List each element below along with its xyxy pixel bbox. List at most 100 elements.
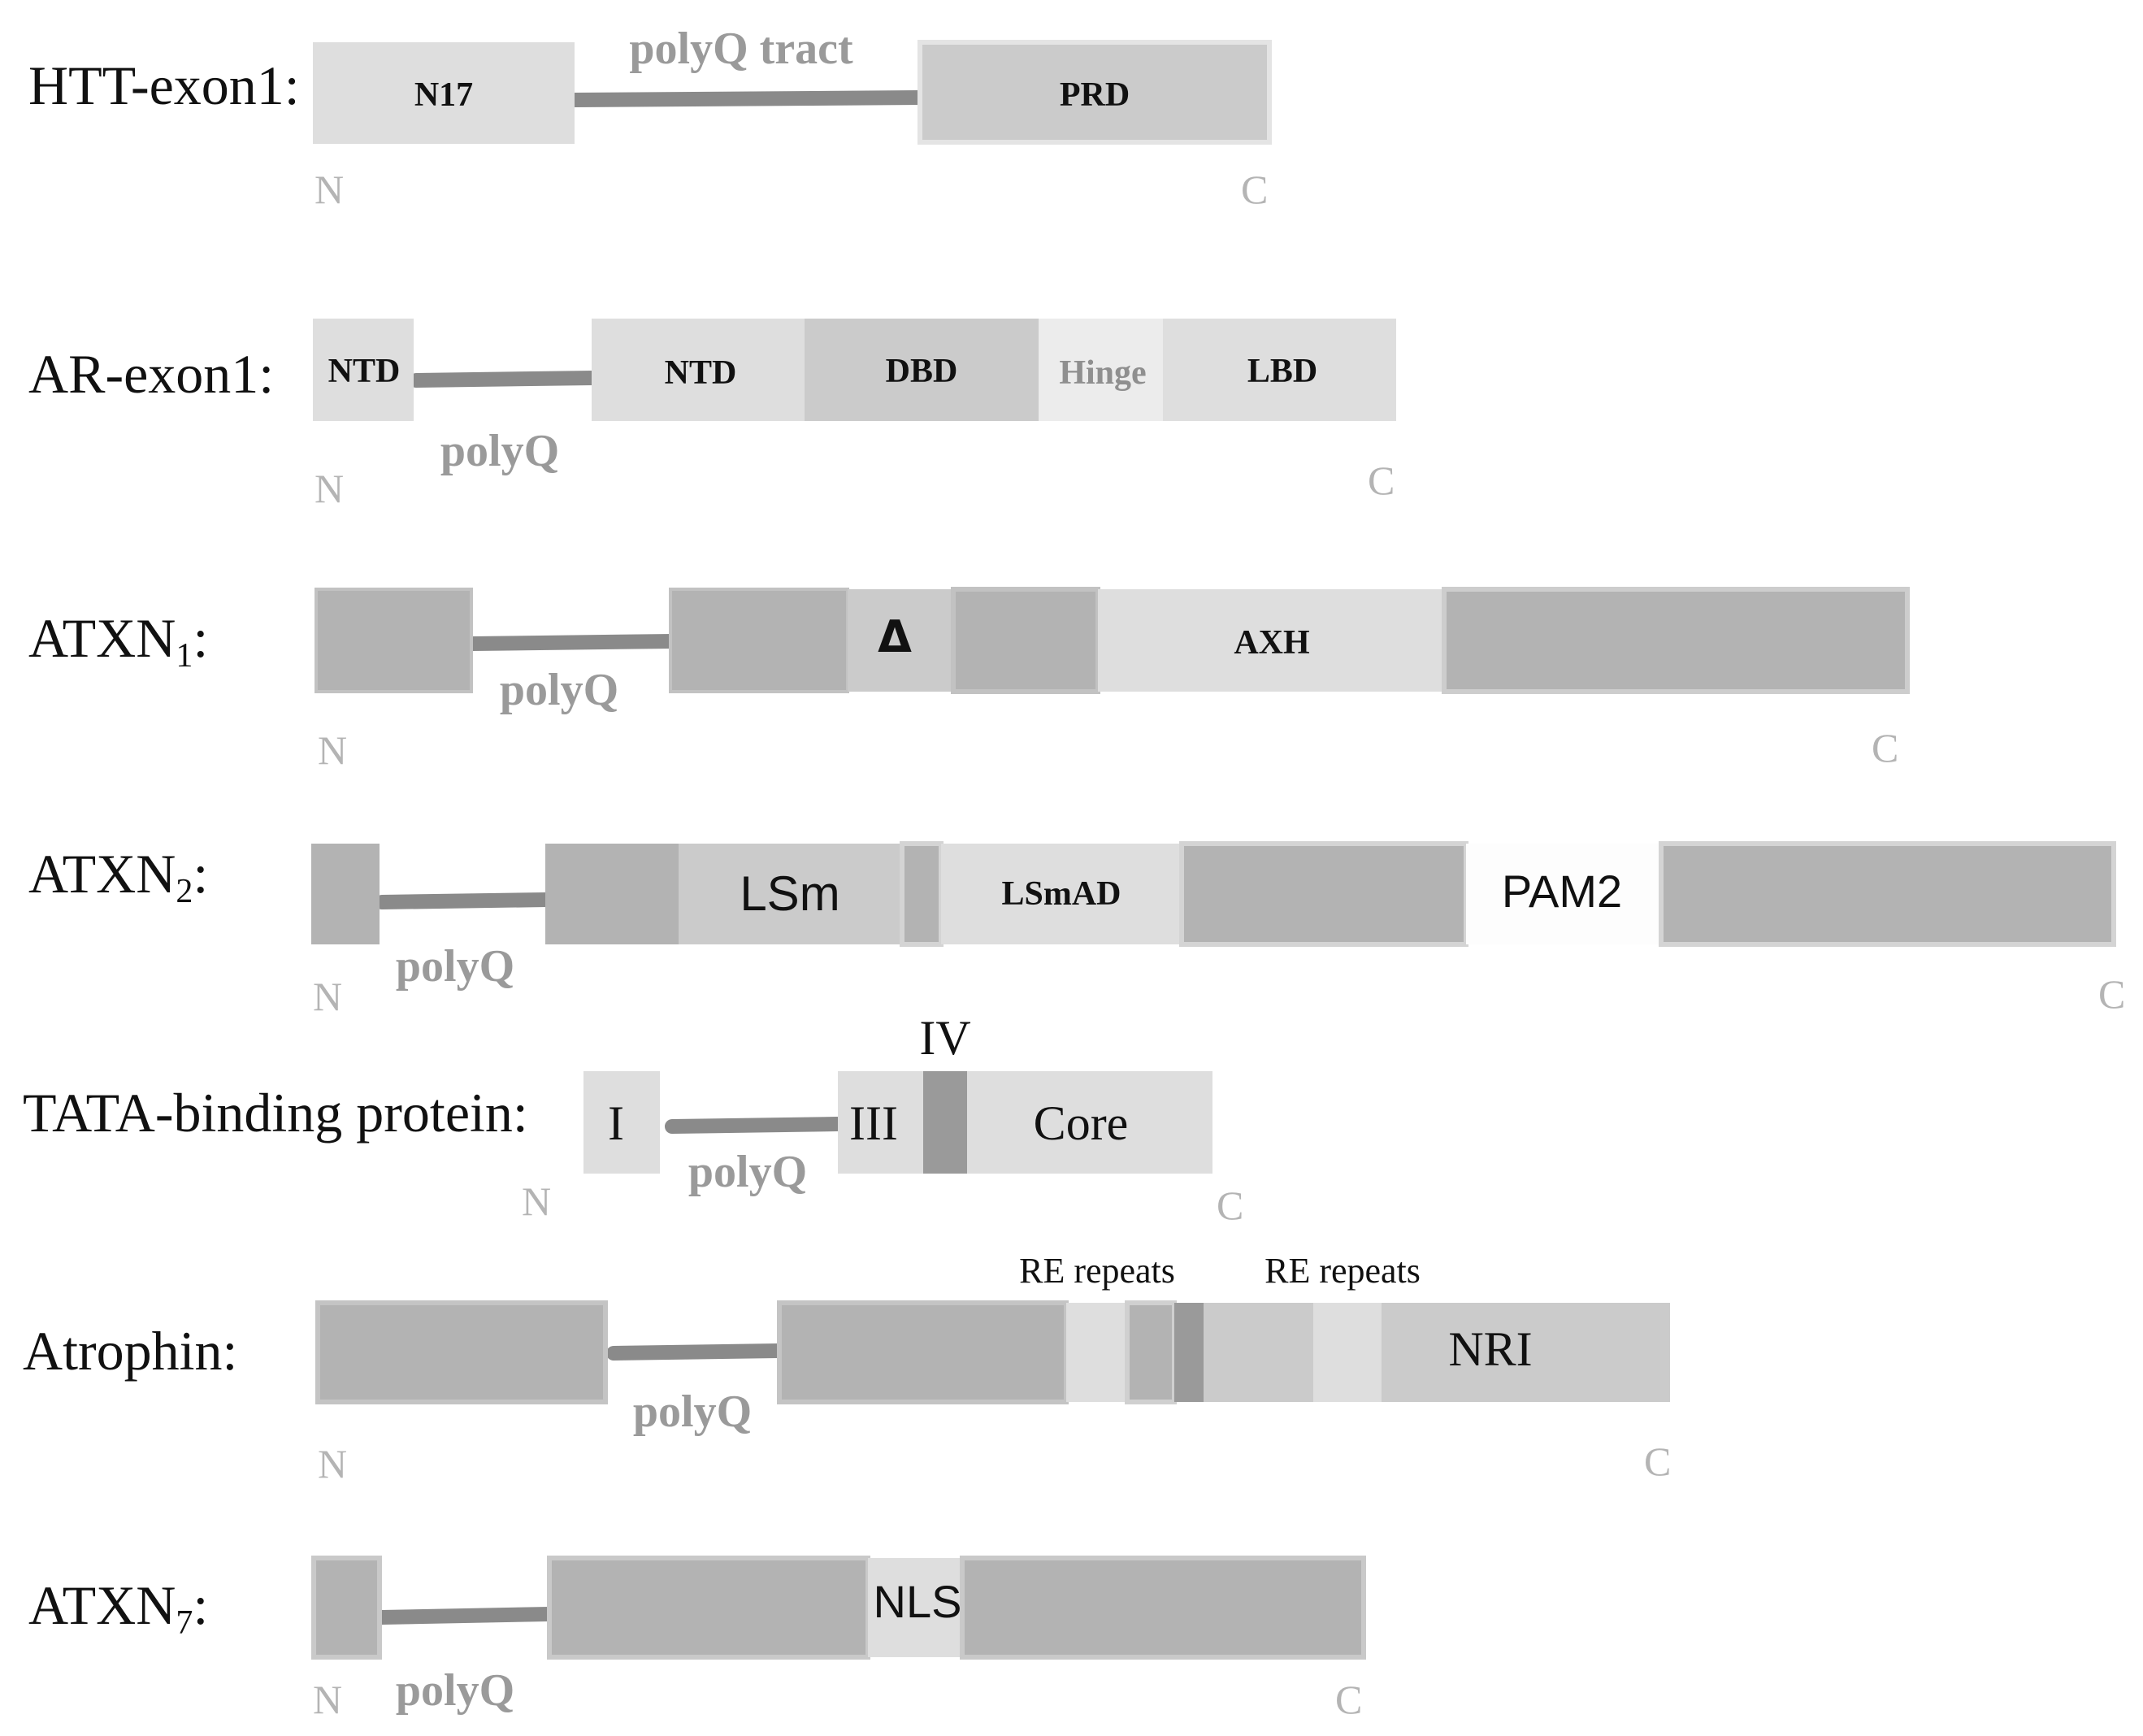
domain-block	[1125, 1300, 1177, 1404]
domain-label: AXH	[1234, 624, 1309, 662]
domain-block	[311, 1556, 382, 1660]
polyq-linker	[568, 90, 930, 107]
domain-block	[547, 1556, 870, 1660]
domain-i	[583, 1071, 660, 1174]
domain-label: Hinge	[1059, 354, 1146, 392]
domain-label: I	[608, 1096, 624, 1150]
domain-n17	[313, 42, 575, 144]
domain-block	[777, 1300, 1069, 1404]
protein-ar: AR-exon1: NTD NTD DBD Hinge LBD polyQ N …	[28, 319, 1396, 511]
polyq-label: polyQ	[396, 941, 514, 992]
polyq-label: polyQ	[633, 1387, 752, 1437]
c-terminus-label: C	[1241, 167, 1268, 212]
domain-delta	[848, 589, 953, 692]
domain-block	[1659, 841, 2116, 947]
domain-label: Δ	[878, 611, 912, 662]
domain-block	[311, 844, 380, 944]
polyq-label: polyQ tract	[629, 24, 853, 74]
domain-axh	[1098, 589, 1444, 692]
domain-label: LSm	[740, 866, 839, 921]
c-terminus-label: C	[1644, 1439, 1671, 1484]
domain-nls	[868, 1558, 962, 1657]
re-repeats-annotation: RE repeats	[1265, 1251, 1421, 1291]
domain-block	[315, 588, 473, 693]
protein-name-tbp: TATA-binding protein:	[23, 1082, 528, 1144]
domain-ntd	[313, 319, 414, 421]
re-repeats-annotation: RE repeats	[1019, 1251, 1175, 1291]
c-terminus-label: C	[1368, 458, 1395, 503]
protein-name-atrophin: Atrophin:	[23, 1320, 237, 1382]
polyq-label: polyQ	[500, 665, 618, 715]
domain-label: III	[849, 1096, 898, 1150]
domain-pam2	[1466, 844, 1661, 944]
domain-block	[1179, 841, 1468, 947]
domain-core	[967, 1071, 1212, 1174]
domain-re-repeats	[1066, 1303, 1127, 1402]
protein-name-ar: AR-exon1:	[28, 343, 274, 405]
domain-block	[1204, 1303, 1313, 1402]
protein-tbp: TATA-binding protein: I III IV Core poly…	[23, 1011, 1243, 1228]
protein-atxn1: ATXN1: Δ AXH polyQ N C	[28, 587, 1910, 773]
domain-block	[1442, 587, 1910, 694]
n-terminus-label: N	[318, 1441, 347, 1486]
polyq-linker	[375, 1607, 557, 1625]
polyq-label: polyQ	[688, 1147, 807, 1197]
domain-label: LBD	[1247, 353, 1317, 390]
domain-block	[900, 841, 944, 947]
c-terminus-label: C	[2098, 971, 2125, 1017]
polyq-linker	[375, 892, 554, 909]
domain-block	[545, 844, 679, 944]
protein-atxn2: ATXN2: LSm LSmAD PAM2 polyQ N C	[28, 841, 2125, 1019]
domain-label: N17	[414, 76, 473, 114]
n-terminus-label: N	[315, 466, 344, 511]
domain-prd	[917, 40, 1272, 145]
c-terminus-label: C	[1335, 1677, 1362, 1722]
domain-block	[951, 587, 1100, 694]
n-terminus-label: N	[313, 974, 342, 1019]
domain-label: LSmAD	[1001, 875, 1121, 913]
domain-lbd	[1163, 319, 1396, 421]
domain-label: Core	[1034, 1096, 1129, 1150]
protein-atrophin: Atrophin: NRI RE repeats RE repeats poly…	[23, 1251, 1671, 1486]
protein-name-atxn1: ATXN1:	[28, 607, 208, 675]
polyq-linker	[466, 634, 680, 651]
domain-iv	[923, 1071, 967, 1174]
n-terminus-label: N	[318, 727, 347, 773]
domain-label: DBD	[886, 353, 958, 390]
domain-iii	[838, 1071, 923, 1174]
protein-name-atxn7: ATXN7:	[28, 1574, 208, 1642]
domain-label: NTD	[328, 353, 401, 390]
polyq-linker	[665, 1117, 844, 1134]
protein-name-htt: HTT-exon1:	[28, 54, 300, 116]
polyq-label: polyQ	[396, 1665, 514, 1716]
domain-label: NTD	[665, 354, 737, 392]
polyq-linker	[606, 1343, 786, 1361]
domain-lsmad	[941, 844, 1182, 944]
domain-label: PAM2	[1502, 866, 1622, 917]
domain-block	[1174, 1303, 1204, 1402]
n-terminus-label: N	[313, 1677, 342, 1722]
polyq-linker	[409, 371, 601, 388]
domain-ntd	[592, 319, 805, 421]
protein-name-atxn2: ATXN2:	[28, 843, 208, 910]
domain-lsm	[679, 844, 902, 944]
domain-label-iv: IV	[919, 1011, 970, 1065]
domain-block	[315, 1300, 608, 1404]
domain-label: NLS	[874, 1576, 962, 1627]
domain-block	[960, 1556, 1366, 1660]
domain-hinge	[1039, 319, 1163, 421]
polyq-label: polyQ	[440, 426, 559, 476]
domain-block	[669, 588, 849, 693]
c-terminus-label: C	[1872, 725, 1898, 770]
c-terminus-label: C	[1217, 1183, 1243, 1228]
n-terminus-label: N	[522, 1178, 551, 1224]
domain-label: PRD	[1060, 76, 1130, 114]
domain-re-repeats	[1313, 1303, 1382, 1402]
domain-dbd	[805, 319, 1039, 421]
n-terminus-label: N	[315, 167, 344, 212]
domain-label: NRI	[1448, 1322, 1532, 1376]
protein-atxn7: ATXN7: NLS polyQ N C	[28, 1556, 1366, 1722]
protein-htt: HTT-exon1: N17 PRD polyQ tract N C	[28, 24, 1272, 212]
